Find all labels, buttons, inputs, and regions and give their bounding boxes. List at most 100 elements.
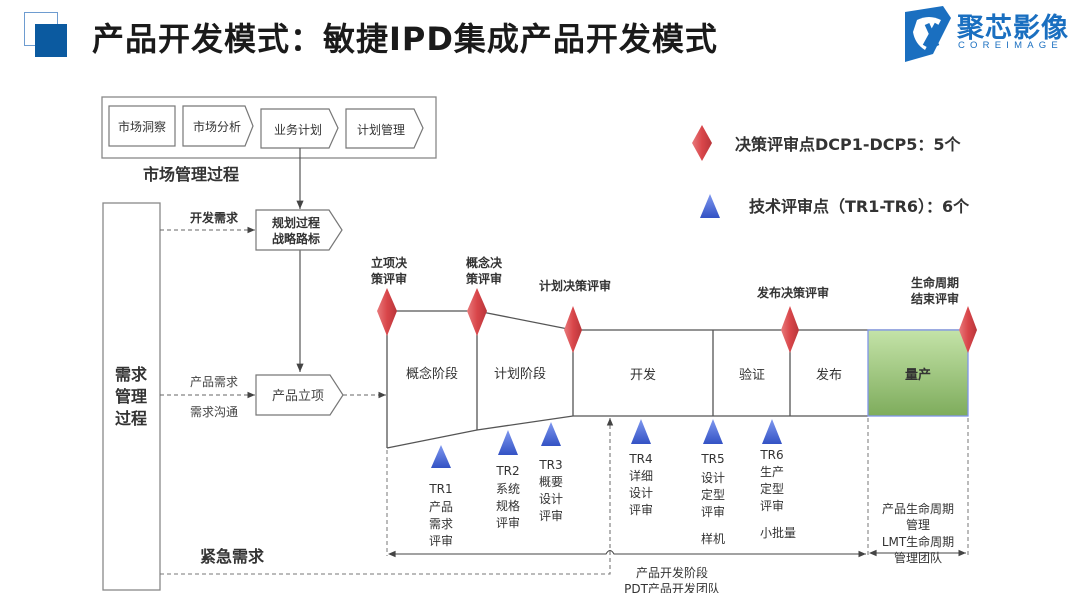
svg-text:定型: 定型: [760, 481, 784, 496]
svg-text:TR2: TR2: [495, 464, 519, 478]
requirements-label-line-2: 管理: [115, 387, 147, 406]
urgent-request-label: 紧急需求: [200, 547, 265, 566]
mass-production-phase-fill: [867, 329, 969, 417]
phase-mass-production: 量产: [905, 367, 931, 383]
requirements-process-box: [102, 202, 161, 591]
market-step-3[interactable]: 业务计划: [260, 108, 339, 149]
tr-triangle-icon[interactable]: [631, 419, 651, 444]
svg-text:评审: 评审: [539, 508, 563, 523]
dcp-1-label-line-2: 策评审: [371, 271, 407, 286]
dcp-diamond-icon[interactable]: [377, 288, 397, 336]
tr-triangle-icon[interactable]: [703, 419, 723, 444]
product-request-label: 产品需求: [190, 375, 238, 389]
svg-text:规划过程: 规划过程: [272, 215, 320, 230]
svg-text:TR3: TR3: [538, 458, 562, 472]
market-step-1[interactable]: 市场洞察: [108, 105, 176, 147]
market-process-container: [101, 96, 437, 159]
tr-triangle-icon[interactable]: [431, 445, 451, 468]
dcp-2-label-line-1: 概念决: [466, 255, 503, 270]
dev-span-label-line-1: 产品开发阶段: [636, 565, 708, 580]
market-process-label: 市场管理过程: [143, 165, 239, 184]
svg-text:生产: 生产: [760, 465, 784, 479]
tr1-label: TR1 产品 需求 评审: [428, 482, 453, 548]
dcp-2-label-line-2: 策评审: [466, 271, 502, 286]
phase-flow: [386, 310, 969, 449]
dcp-5-label-line-1: 生命周期: [911, 275, 959, 290]
svg-text:定型: 定型: [701, 487, 725, 502]
svg-text:详细: 详细: [629, 468, 653, 483]
legend-dcp-diamond-icon: [692, 125, 712, 161]
title-decoration-filled: [35, 24, 67, 57]
phase-release: 发布: [816, 367, 842, 383]
dcp-diamond-icon[interactable]: [564, 306, 582, 353]
dcp-diamond-icon[interactable]: [781, 306, 799, 353]
svg-text:市场分析: 市场分析: [193, 119, 241, 134]
dev-span-arrow: [387, 549, 866, 558]
tr-triangle-icon[interactable]: [762, 419, 782, 444]
svg-text:业务计划: 业务计划: [274, 122, 322, 137]
brand-logo-icon: [905, 6, 951, 62]
svg-text:评审: 评审: [496, 515, 520, 530]
request-communication-label: 需求沟通: [190, 405, 238, 419]
svg-text:产品: 产品: [429, 500, 453, 514]
legend-tr-label: 技术评审点（TR1-TR6）：6个: [749, 197, 970, 216]
dev-span-label-line-2: PDT产品开发团队: [624, 581, 720, 593]
svg-text:TR5: TR5: [700, 452, 724, 466]
dcp-4-label: 发布决策评审: [756, 285, 829, 300]
requirements-label-line-3: 过程: [115, 409, 147, 428]
svg-text:样机: 样机: [701, 531, 725, 546]
svg-text:需求: 需求: [429, 517, 453, 531]
lifecycle-span-line-4: 管理团队: [894, 550, 942, 565]
brand-subtitle: COREIMAGE: [958, 40, 1063, 51]
dcp-diamond-icon[interactable]: [959, 306, 977, 353]
svg-text:小批量: 小批量: [760, 525, 796, 540]
svg-text:TR4: TR4: [628, 452, 652, 466]
legend-tr-triangle-icon: [700, 194, 720, 218]
dcp-diamond-icon[interactable]: [467, 288, 487, 336]
tr-triangle-icon[interactable]: [541, 422, 561, 446]
svg-text:评审: 评审: [429, 533, 453, 548]
svg-text:评审: 评审: [629, 502, 653, 517]
svg-text:评审: 评审: [701, 504, 725, 519]
tr5-label: TR5 设计 定型 评审 样机: [700, 452, 725, 546]
phase-development: 开发: [630, 367, 656, 383]
market-step-2[interactable]: 市场分析: [182, 105, 254, 147]
brand-name: 聚芯影像: [957, 13, 1069, 44]
phase-plan: 计划阶段: [494, 367, 546, 382]
dev-request-label: 开发需求: [190, 210, 239, 225]
tr6-label: TR6 生产 定型 评审 小批量: [759, 448, 796, 540]
svg-text:评审: 评审: [760, 498, 784, 513]
page-title: 产品开发模式：敏捷IPD集成产品开发模式: [92, 20, 718, 58]
urgent-request-arrow: [160, 418, 614, 575]
tr4-label: TR4 详细 设计 评审: [628, 452, 653, 517]
tr-triangle-icon[interactable]: [498, 430, 518, 455]
svg-text:规格: 规格: [496, 498, 520, 513]
svg-text:设计: 设计: [701, 471, 725, 485]
product-project-box[interactable]: 产品立项: [255, 374, 344, 416]
tr2-label: TR2 系统 规格 评审: [495, 464, 520, 530]
svg-text:TR6: TR6: [759, 448, 783, 462]
svg-text:产品立项: 产品立项: [272, 389, 324, 404]
svg-text:市场洞察: 市场洞察: [118, 119, 166, 134]
phase-concept: 概念阶段: [406, 366, 458, 382]
svg-text:设计: 设计: [539, 492, 563, 506]
lifecycle-span-line-1: 产品生命周期: [882, 501, 954, 516]
tr3-label: TR3 概要 设计 评审: [538, 458, 563, 523]
dcp-1-label-line-1: 立项决: [371, 255, 408, 270]
lifecycle-span-line-3: LMT生命周期: [882, 534, 954, 549]
legend-dcp-label: 决策评审点DCP1-DCP5：5个: [735, 135, 962, 154]
requirements-label-line-1: 需求: [115, 365, 148, 384]
svg-text:计划管理: 计划管理: [357, 122, 405, 137]
dcp-3-label: 计划决策评审: [539, 278, 611, 293]
phase-verification: 验证: [739, 367, 765, 383]
planning-box[interactable]: 规划过程 战略路标: [255, 209, 343, 251]
svg-text:战略路标: 战略路标: [272, 231, 320, 246]
svg-text:系统: 系统: [496, 482, 520, 496]
market-step-4[interactable]: 计划管理: [345, 108, 424, 149]
svg-text:TR1: TR1: [428, 482, 452, 496]
svg-text:设计: 设计: [629, 486, 653, 500]
lifecycle-span-line-2: 管理: [906, 517, 930, 532]
dcp-5-label-line-2: 结束评审: [911, 291, 959, 306]
svg-text:概要: 概要: [539, 475, 563, 489]
